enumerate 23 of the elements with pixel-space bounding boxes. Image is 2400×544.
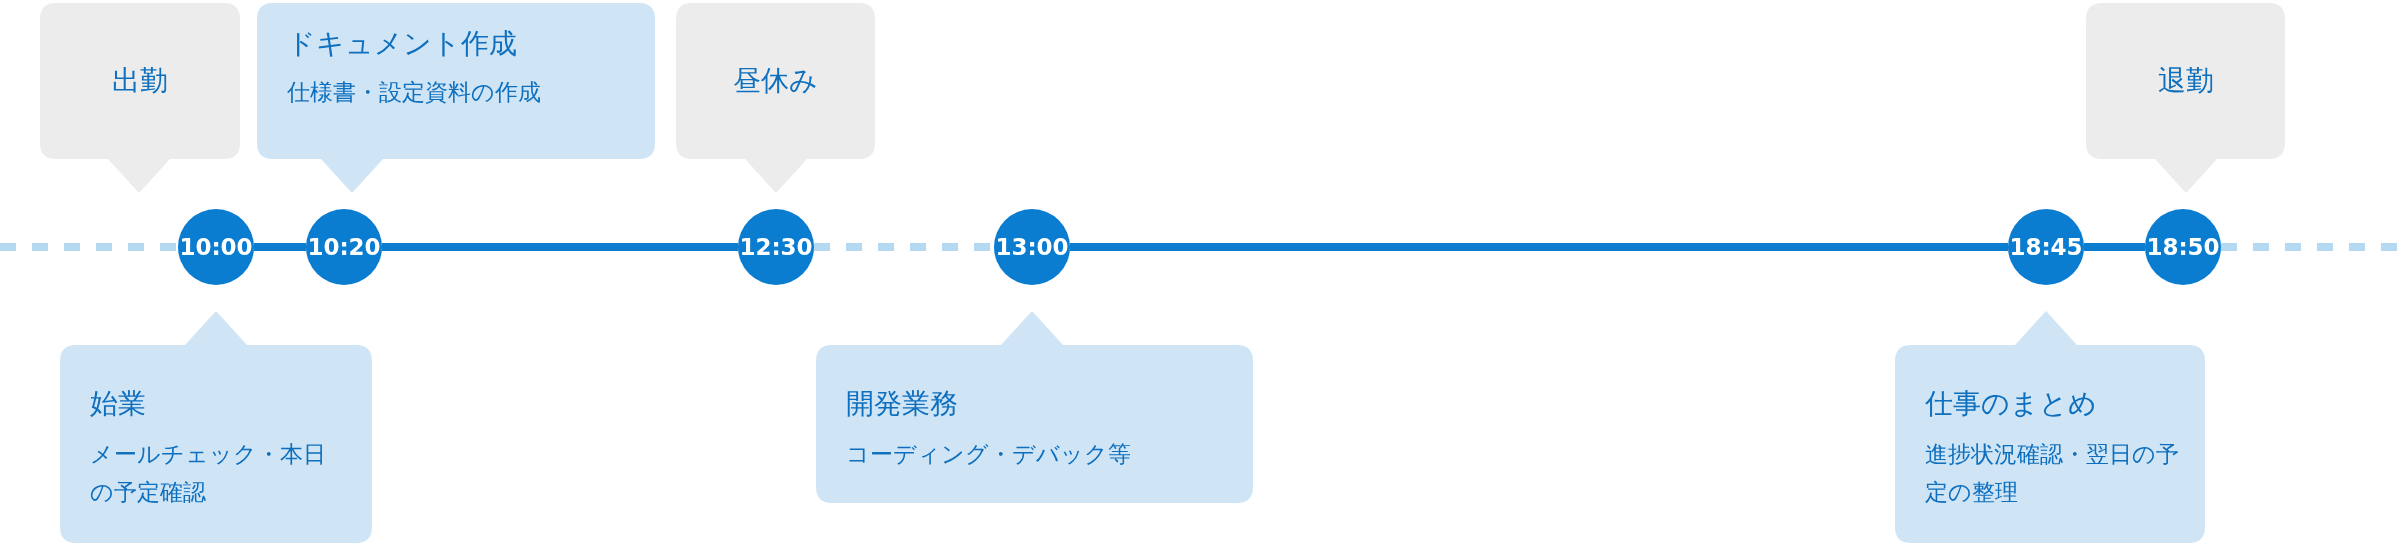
callout-title: 始業: [90, 386, 146, 422]
time-label: 18:45: [2009, 234, 2083, 260]
callout-title: 仕事のまとめ: [1925, 386, 2097, 422]
callout-text: 進捗状況確認・翌日の予定の整理: [1925, 440, 2179, 507]
dotted-timeline-segment: [2221, 243, 2400, 251]
time-label: 10:20: [307, 234, 381, 260]
time-label: 10:00: [179, 234, 253, 260]
time-label: 18:50: [2146, 234, 2220, 260]
time-label: 12:30: [739, 234, 813, 260]
callout-title: 開発業務: [846, 386, 958, 422]
callout-text: コーディング・デバック等: [846, 440, 1132, 469]
callout-title: 退勤: [2156, 63, 2215, 99]
callout-title: 昼休み: [732, 63, 819, 99]
callout-title: ドキュメント作成: [287, 26, 517, 62]
timeline-segment: [1070, 243, 2008, 251]
callout-text: メールチェック・本日の予定確認: [90, 440, 327, 507]
timeline-segment: [382, 243, 738, 251]
timeline-segment: [2084, 243, 2145, 251]
time-label: 13:00: [995, 234, 1069, 260]
dotted-timeline-segment: [0, 243, 178, 251]
callout-text: 仕様書・設定資料の作成: [287, 78, 542, 107]
callout-title: 出勤: [111, 63, 169, 99]
timeline-segment: [254, 243, 306, 251]
